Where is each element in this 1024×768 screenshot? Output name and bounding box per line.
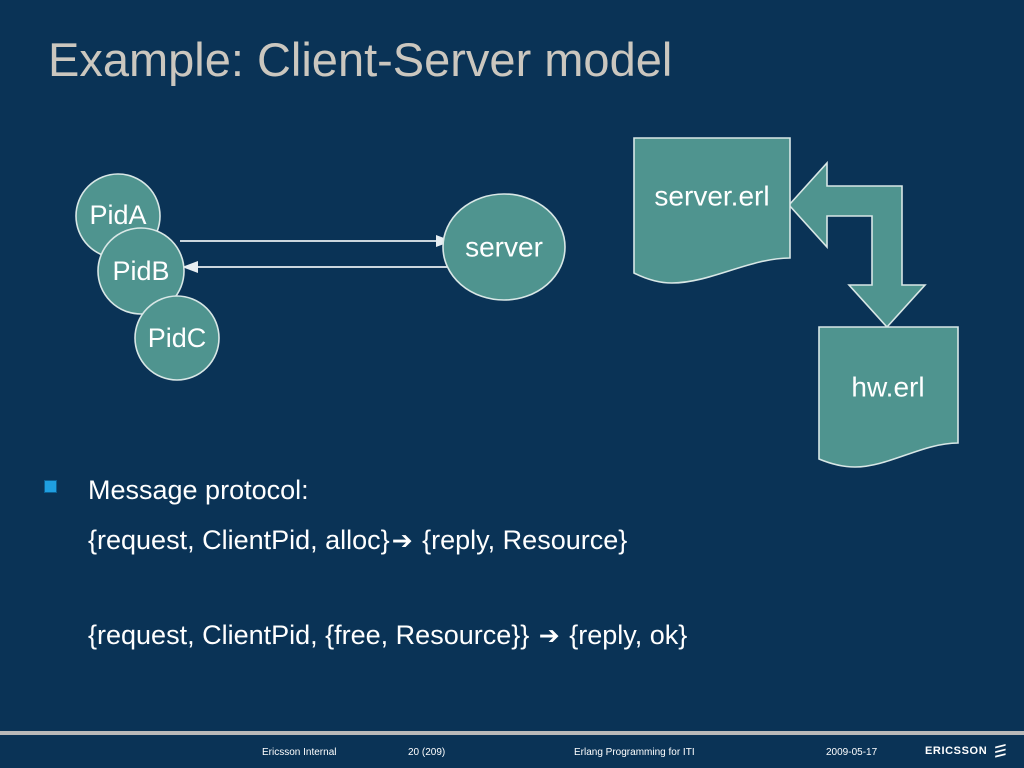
message-protocol-block: Message protocol: {request, ClientPid, a… — [44, 466, 974, 660]
spacer — [44, 565, 974, 611]
protocol-line-free: {request, ClientPid, {free, Resource}} ➔… — [88, 611, 974, 660]
server-node[interactable]: server — [442, 193, 566, 301]
bullet-square-icon — [44, 480, 57, 493]
slide-footer: Ericsson Internal 20 (209) Erlang Progra… — [0, 735, 1024, 768]
module-label-server-erl: server.erl — [654, 180, 769, 211]
process-node-pidb[interactable]: PidB — [97, 227, 185, 315]
arrow-right-icon: ➔ — [538, 621, 560, 650]
protocol-line-free-right: {reply, ok} — [561, 620, 688, 650]
footer-confidentiality: Ericsson Internal — [262, 747, 337, 758]
module-elbow-arrow — [787, 160, 927, 329]
bullet-heading-text: Message protocol: — [88, 475, 309, 505]
server-node-label: server — [465, 231, 543, 262]
module-label-hw-erl: hw.erl — [851, 371, 924, 402]
module-server-erl[interactable]: server.erl — [633, 137, 791, 284]
ericsson-logo: ERICSSON — [925, 743, 1008, 759]
protocol-line-free-left: {request, ClientPid, {free, Resource}} — [88, 620, 537, 650]
process-label-pidc: PidC — [148, 323, 207, 353]
footer-date: 2009-05-17 — [826, 747, 878, 758]
module-hw-erl[interactable]: hw.erl — [818, 326, 959, 468]
process-node-pidc[interactable]: PidC — [134, 295, 220, 381]
arrow-right-icon: ➔ — [391, 526, 413, 555]
protocol-line-alloc-left: {request, ClientPid, alloc} — [88, 525, 390, 555]
footer-divider — [0, 731, 1024, 735]
footer-page-number: 20 (209) — [408, 747, 446, 758]
protocol-line-alloc: {request, ClientPid, alloc}➔ {reply, Res… — [88, 516, 974, 565]
bullet-message-protocol: Message protocol: — [44, 466, 974, 514]
reply-arrow — [182, 261, 452, 273]
request-arrow — [180, 235, 452, 247]
process-label-pida: PidA — [89, 200, 146, 230]
page-title: Example: Client-Server model — [48, 33, 673, 86]
ericsson-symbol-icon — [995, 744, 1006, 758]
ericsson-wordmark: ERICSSON — [925, 745, 988, 757]
protocol-line-alloc-right: {reply, Resource} — [414, 525, 628, 555]
footer-topic: Erlang Programming for ITI — [574, 747, 695, 758]
process-label-pidb: PidB — [112, 256, 169, 286]
